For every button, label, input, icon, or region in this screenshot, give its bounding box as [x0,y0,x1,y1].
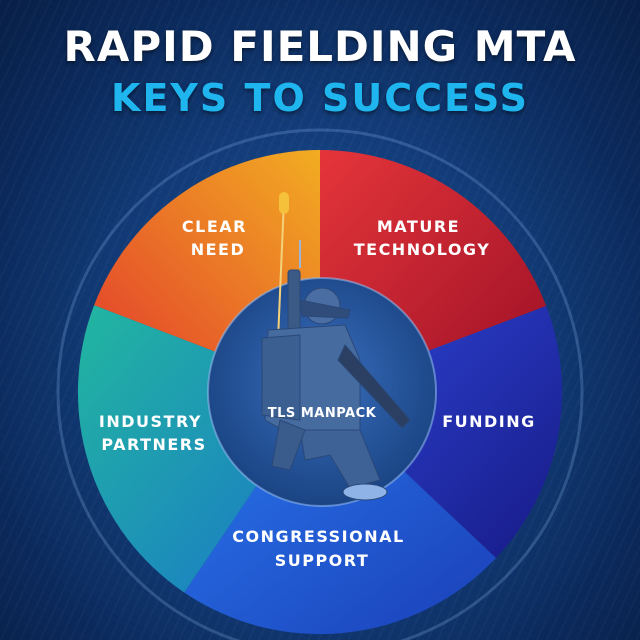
antenna-icon [277,192,289,341]
label-funding: FUNDING [442,412,536,431]
label-clear-need: CLEAR NEED [182,217,254,259]
segment-funding [320,306,562,558]
soldier-icon [261,240,411,501]
label-congressional-support: CONGRESSIONAL SUPPORT [232,527,412,570]
segment-congressional-support [184,392,496,635]
outer-ring [56,128,584,640]
subtitle: KEYS TO SUCCESS [111,76,529,120]
label-mature-technology: MATURE TECHNOLOGY [354,217,491,259]
title: RAPID FIELDING MTA [63,22,577,71]
center-label: TLS MANPACK [268,406,377,421]
label-industry-partners: INDUSTRY PARTNERS [99,412,209,454]
